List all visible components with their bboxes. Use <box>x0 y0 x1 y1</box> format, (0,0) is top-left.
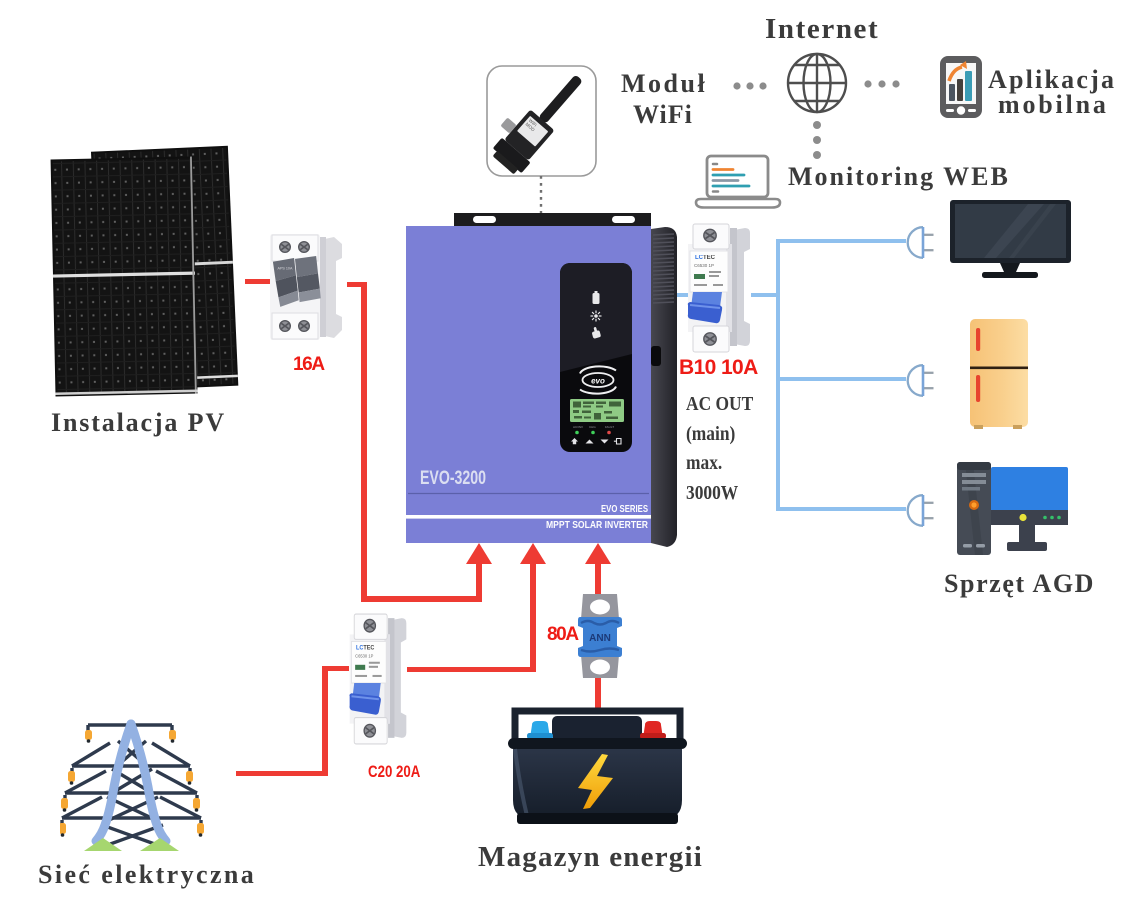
svg-text:MPPT SOLAR INVERTER: MPPT SOLAR INVERTER <box>546 520 649 531</box>
svg-text:EVO-3200: EVO-3200 <box>420 468 486 489</box>
svg-text:ANN: ANN <box>589 633 611 644</box>
svg-text:AC/INV: AC/INV <box>573 425 583 429</box>
svg-text:APS 10A: APS 10A <box>278 266 293 270</box>
svg-text:MOD: MOD <box>524 122 536 133</box>
svg-text:FAULT: FAULT <box>605 425 614 429</box>
svg-text:WiFi: WiFi <box>528 118 538 128</box>
svg-text:evo: evo <box>591 377 605 386</box>
svg-text:EVO SERIES: EVO SERIES <box>601 503 648 515</box>
svg-text:CHG: CHG <box>589 425 596 429</box>
